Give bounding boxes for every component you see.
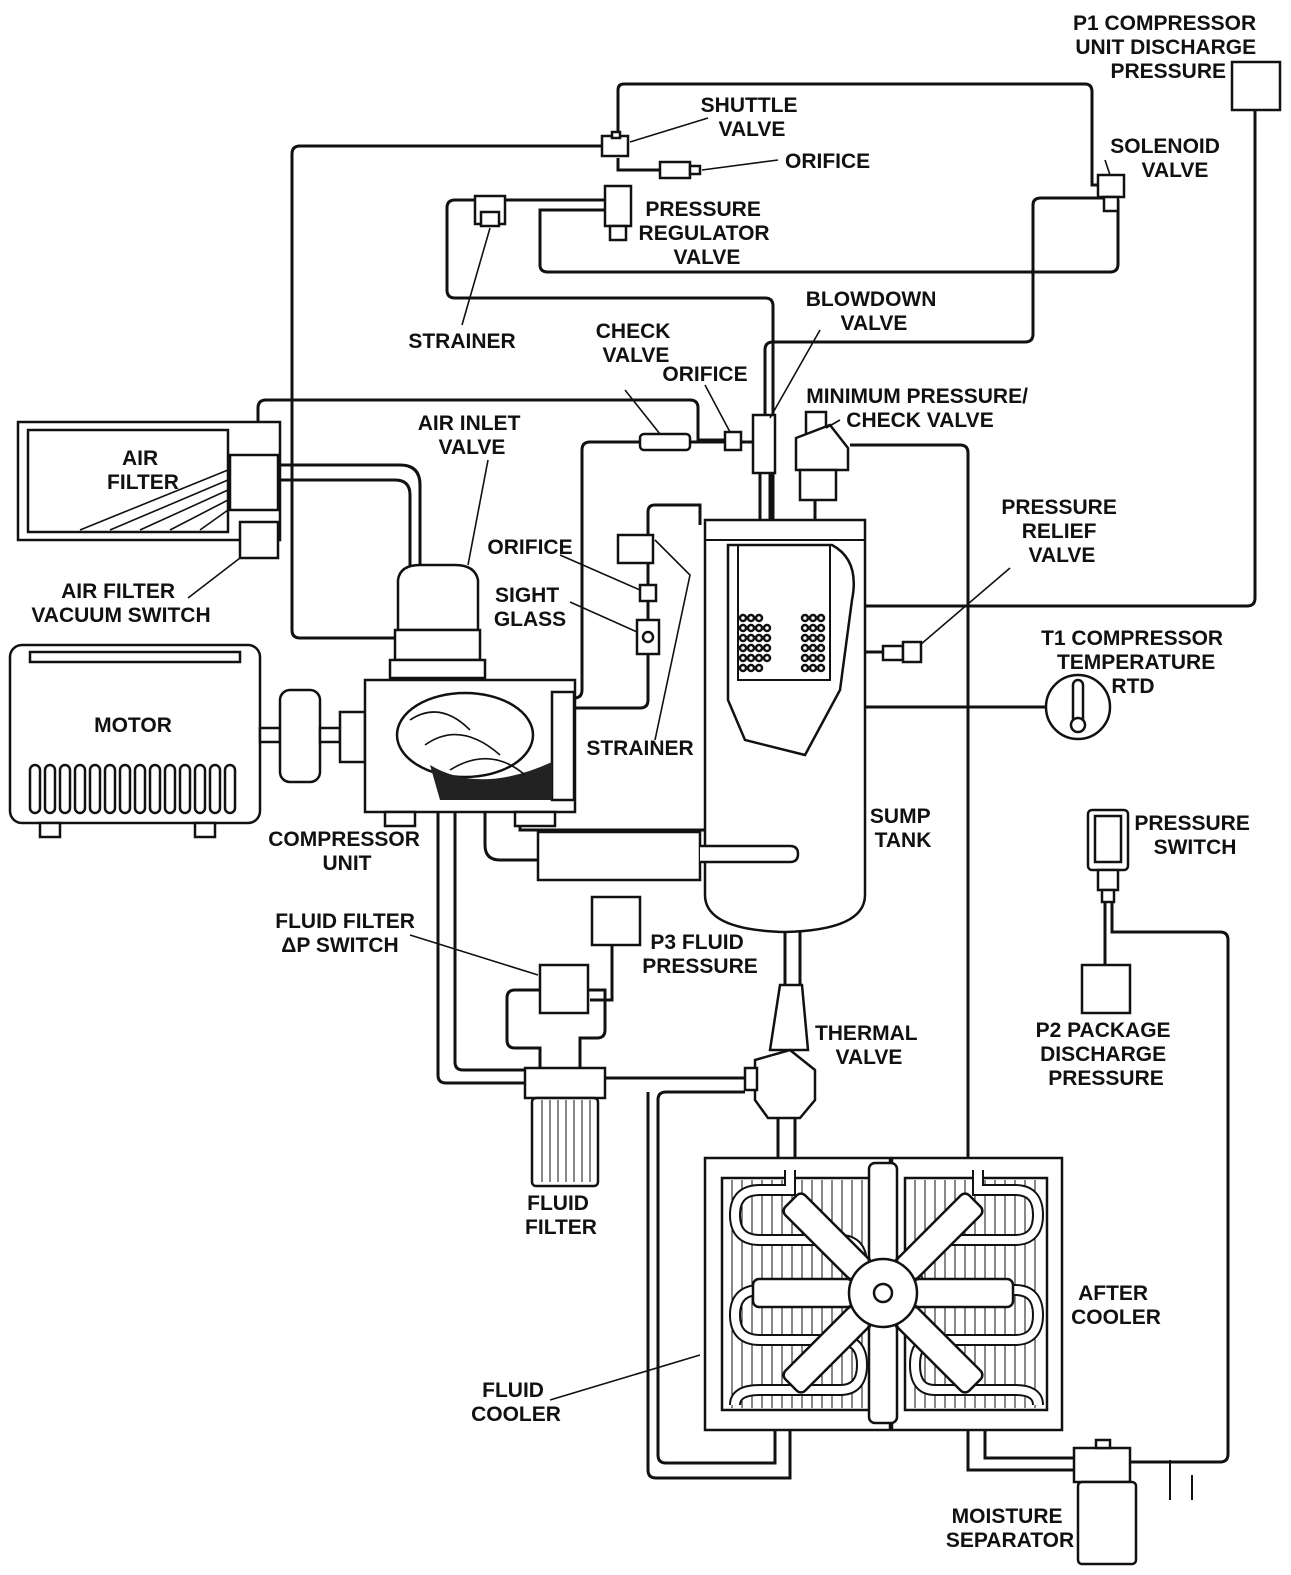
pipe-regulator-solenoid (538, 200, 1120, 274)
label-fluid-cooler: FLUID COOLER (471, 1379, 561, 1426)
label-blowdown-valve: BLOWDOWN VALVE (806, 288, 942, 335)
label-pressure-switch: PRESSURE SWITCH (1134, 812, 1255, 859)
pipe-sump-thermal (783, 925, 802, 985)
label-pressure-relief-valve: PRESSURE RELIEF VALVE (1001, 496, 1122, 567)
label-air-filter: AIR FILTER (107, 447, 179, 494)
label-strainer-top: STRAINER (408, 330, 515, 353)
p3-pressure-sensor (590, 895, 642, 1002)
orifice-low (638, 583, 658, 603)
label-orifice-low: ORIFICE (487, 536, 572, 559)
compressor-unit (338, 678, 577, 828)
pipe-shuttle-compressor (290, 144, 610, 640)
pipe-regulator-strainer (445, 198, 775, 520)
cooler-fan (751, 1161, 1015, 1425)
air-inlet-valve (388, 563, 487, 680)
pipe-airfilter-inlet (280, 463, 422, 570)
leader-lines (187, 117, 1111, 1401)
pressure-relief-valve (881, 640, 923, 664)
pipe-compressor-fluidfilter (436, 812, 525, 1085)
label-solenoid-valve: SOLENOID VALVE (1110, 135, 1226, 182)
pressure-regulator-valve (603, 184, 633, 242)
label-pressure-regulator-valve: PRESSURE REGULATOR VALVE (639, 198, 776, 269)
fluid-filter-dp-switch (505, 963, 607, 1070)
label-fluid-filter-dp-switch: FLUID FILTER ΔP SWITCH (275, 910, 420, 957)
pipe-cooler-return (656, 1090, 777, 1465)
label-orifice-mid: ORIFICE (662, 363, 747, 386)
motor-fins (28, 763, 237, 815)
label-check-valve: CHECK VALVE (596, 320, 677, 367)
motor (8, 643, 262, 839)
coupling (258, 688, 342, 784)
pipe-blowdown-solenoid (763, 196, 1105, 420)
pipe-sightglass (572, 503, 702, 710)
pipe-cooler-return-2 (646, 1092, 792, 1480)
fluid-filter (523, 1066, 607, 1188)
label-t1-compressor-temperature: T1 COMPRESSOR TEMPERATURE RTD (1041, 627, 1229, 698)
moisture-separator (1072, 1438, 1193, 1566)
check-valve (638, 432, 692, 452)
minimum-pressure-check-valve (794, 410, 850, 502)
label-minimum-pressure-check-valve: MINIMUM PRESSURE/ CHECK VALVE (806, 385, 1034, 432)
shuttle-valve (600, 130, 630, 158)
pipe-thermal-cooler (776, 1118, 797, 1160)
cooler-assembly (703, 1156, 1064, 1432)
p2-pressure-sensor (1080, 963, 1132, 1015)
blowdown-valve (751, 413, 777, 475)
label-strainer-low: STRAINER (586, 737, 693, 760)
pipe-airfilter-checkvalve (256, 398, 728, 455)
pipe-aftercooler-separator (966, 1430, 1075, 1472)
label-thermal-valve: THERMAL VALVE (815, 1022, 923, 1069)
label-moisture-separator: MOISTURE SEPARATOR (946, 1505, 1074, 1552)
orifice-mid (723, 430, 743, 452)
air-filter (16, 420, 282, 542)
strainer-top (473, 194, 507, 228)
p1-pressure-sensor (1230, 60, 1282, 112)
pipe-compressor-sump (483, 812, 540, 862)
solenoid-valve (1096, 173, 1126, 213)
sump-bubbles-right (800, 613, 826, 673)
label-motor: MOTOR (94, 714, 172, 737)
label-after-cooler: AFTER COOLER (1071, 1282, 1161, 1329)
pipe-p1 (865, 110, 1257, 608)
pipe-blowdown-vertical (758, 470, 772, 520)
label-shuttle-valve: SHUTTLE VALVE (701, 94, 804, 141)
air-filter-vacuum-switch (238, 520, 280, 560)
label-sight-glass: SIGHT GLASS (494, 584, 566, 631)
t1-temperature-rtd (1044, 673, 1112, 741)
pressure-switch (1086, 808, 1130, 904)
sump-tank (703, 518, 867, 934)
pipe-minpressure-aftercooler (850, 443, 970, 1160)
sump-bubbles-left (738, 613, 772, 673)
label-compressor-unit: COMPRESSOR UNIT (268, 828, 426, 875)
labels: P1 COMPRESSOR UNIT DISCHARGE PRESSURE SH… (31, 12, 1262, 1552)
label-p1-compressor-discharge: P1 COMPRESSOR UNIT DISCHARGE PRESSURE (1073, 12, 1262, 83)
pipe-shuttle-solenoid (616, 82, 1100, 187)
label-p2-package-discharge: P2 PACKAGE DISCHARGE PRESSURE (1036, 1019, 1177, 1090)
orifice-top (616, 158, 702, 180)
label-fluid-filter: FLUID FILTER (525, 1192, 597, 1239)
piping (256, 82, 1257, 1480)
pipe-compressor-fluidfilter-2 (453, 812, 525, 1072)
pipe-checkvalve (572, 440, 640, 700)
label-air-filter-vacuum-switch: AIR FILTER VACUUM SWITCH (31, 580, 210, 627)
label-p3-fluid-pressure: P3 FLUID PRESSURE (642, 931, 758, 978)
sight-glass (635, 618, 661, 656)
strainer-low (616, 533, 655, 565)
thermal-valve (743, 983, 817, 1120)
label-orifice-top: ORIFICE (785, 150, 870, 173)
pipe-separator-p2 (1110, 900, 1230, 1464)
inlet-tube (536, 830, 800, 882)
label-air-inlet-valve: AIR INLET VALVE (418, 412, 527, 459)
label-sump-tank: SUMP TANK (870, 805, 936, 852)
